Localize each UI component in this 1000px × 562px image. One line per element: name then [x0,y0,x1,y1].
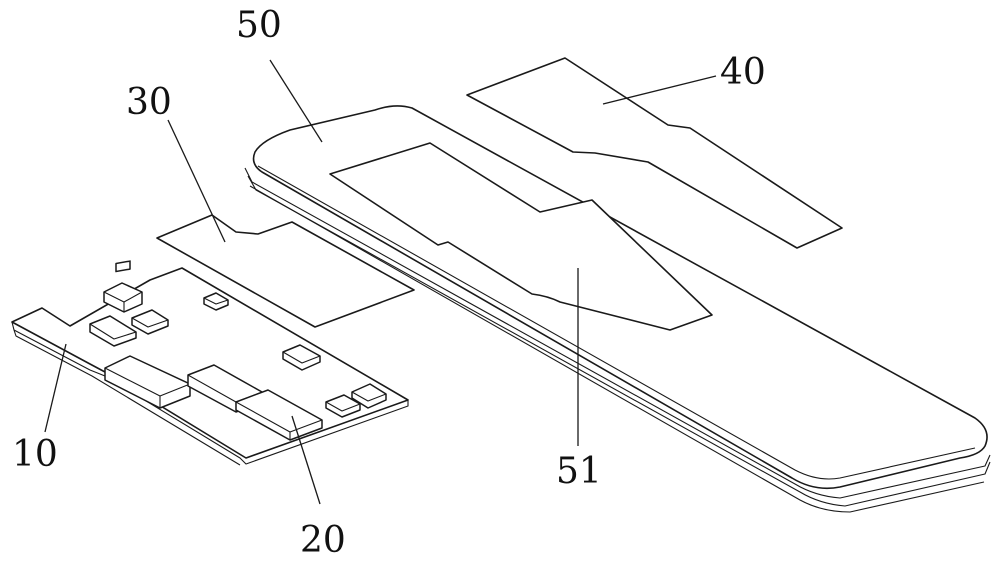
leader-30 [167,119,226,243]
label-50: 50 [236,5,282,46]
film-30 [156,214,415,328]
top-sheet-40 [466,57,843,249]
leader-50 [269,59,323,143]
circuit-board-10 [11,267,409,466]
leader-20 [291,415,321,505]
label-10: 10 [12,434,58,475]
recess-51 [329,142,713,331]
label-30: 30 [126,82,172,123]
leader-10 [44,343,67,433]
components-20 [89,260,387,441]
label-51: 51 [556,451,602,492]
label-40: 40 [720,52,766,93]
leader-40 [602,75,717,105]
label-20: 20 [300,520,346,561]
